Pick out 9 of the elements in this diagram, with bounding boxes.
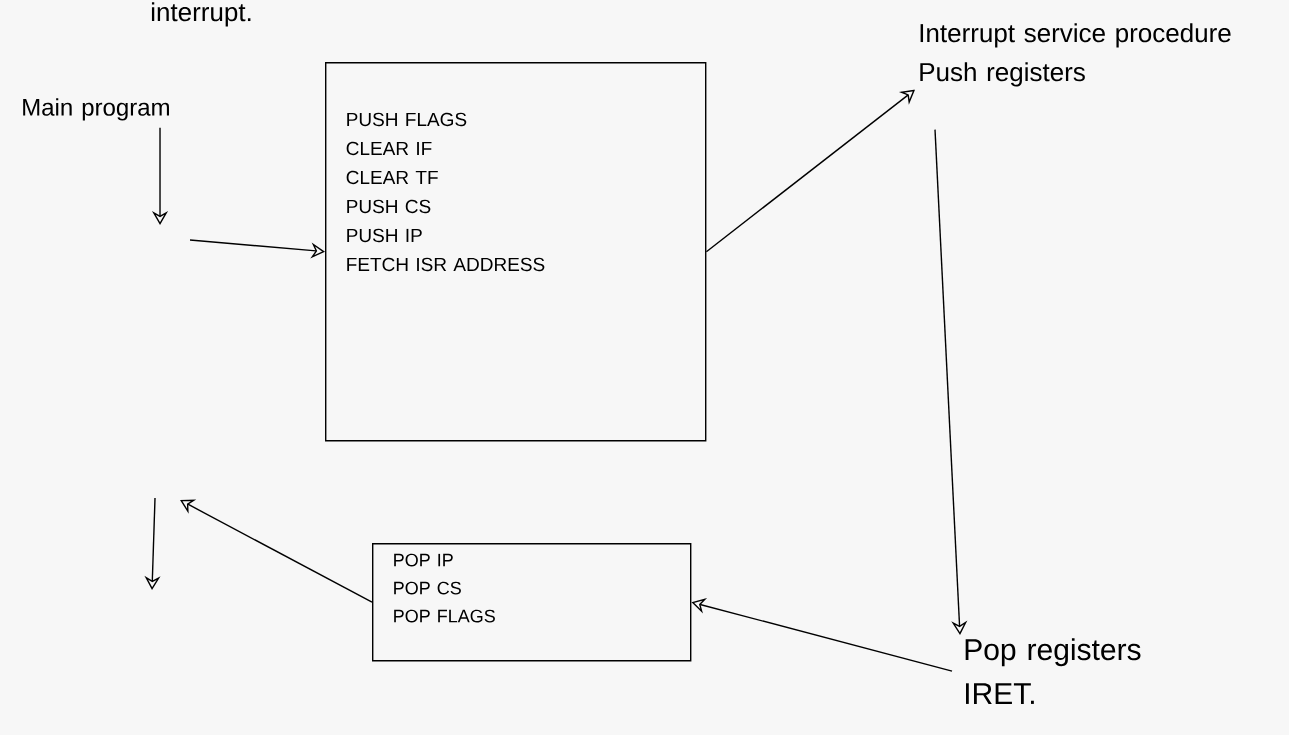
step-text: Main program	[23, 98, 169, 121]
arrow	[180, 499, 373, 603]
process-box: POP IP POP CS POP FLAGS	[372, 543, 692, 662]
process-box: PUSH FLAGS CLEAR IF CLEAR TF PUSH CS PUSH IP FETCH ISR ADDRESS	[325, 62, 707, 442]
label-text: interrupt.	[151, 2, 251, 27]
step-text: Pop registers IRET.	[965, 638, 1141, 704]
arrow	[705, 89, 915, 253]
arrow	[934, 128, 968, 635]
step-text: Interrupt service procedure Push registers	[920, 23, 1231, 87]
